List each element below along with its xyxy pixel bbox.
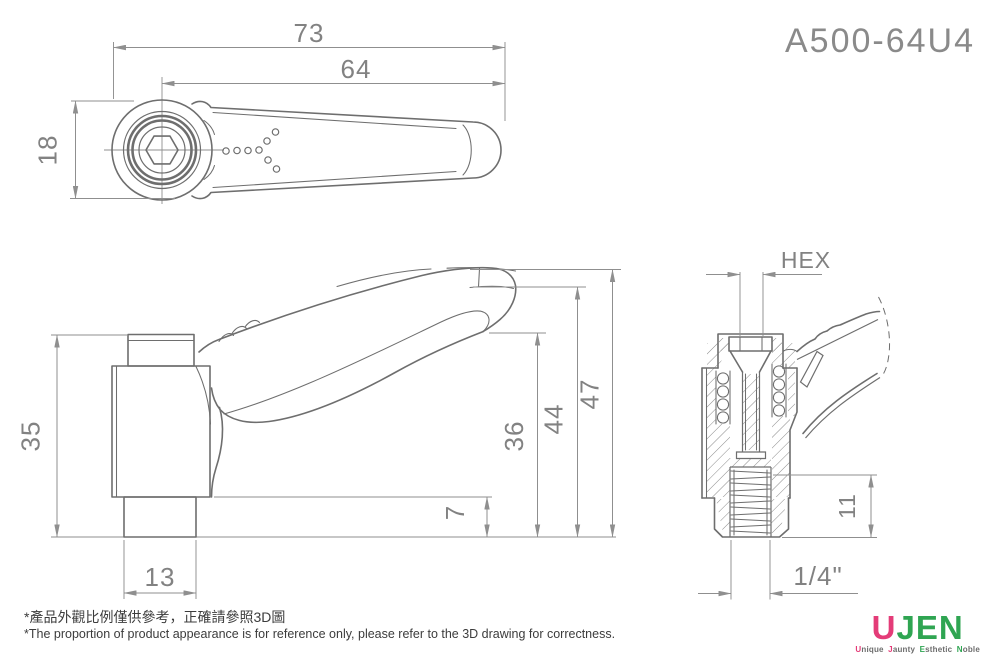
dim-label-overall-length: 73 — [294, 18, 325, 48]
threaded-hole — [729, 466, 772, 537]
ujen-logo: UJEN Unique Jaunty Esthetic Noble — [854, 611, 981, 654]
dim-boss-height: 7 — [214, 496, 492, 538]
countersink-funnel — [729, 350, 772, 373]
handle-inner-seam — [223, 310, 490, 415]
dim-label-thread-size: 1/4" — [793, 561, 842, 591]
dim-head-diameter: 18 — [33, 100, 175, 200]
dim-hex-socket: HEX — [706, 247, 831, 336]
ujen-tagline: Unique Jaunty Esthetic Noble — [854, 646, 981, 654]
wordmark-jen: JEN — [896, 609, 964, 646]
footnotes: *產品外觀比例僅供參考，正確請參照3D圖 *The proportion of … — [24, 608, 615, 642]
dim-label-max-height: 47 — [575, 379, 605, 410]
tagline-word-esthetic: Esthetic — [919, 645, 953, 654]
handle-stub-section — [782, 296, 891, 439]
side-view: 35 13 7 36 44 47 — [16, 266, 621, 599]
dim-label-boss-height: 7 — [440, 505, 470, 520]
dim-total-height: 35 — [16, 334, 128, 538]
handle-root-fairing — [210, 406, 224, 498]
dim-handle-top-height: 44 — [473, 286, 586, 538]
dim-thread-length: 11 — [773, 474, 877, 538]
dim-label-handle-top: 44 — [539, 404, 569, 435]
dim-label-total-height: 35 — [16, 421, 46, 452]
lever-head-circles — [111, 99, 213, 201]
dim-label-hex: HEX — [781, 247, 831, 273]
dim-thread-size: 1/4" — [698, 540, 858, 600]
footnote-en: *The proportion of product appearance is… — [24, 627, 616, 641]
dim-label-boss-diameter: 13 — [145, 562, 176, 592]
handle-inner-edges — [212, 111, 457, 189]
dim-label-handle-underside: 36 — [499, 421, 529, 452]
spring-left — [715, 370, 731, 425]
tagline-word-jaunty: Jaunty — [888, 645, 916, 654]
handle-top-edge — [198, 266, 517, 353]
bottom-boss — [123, 496, 197, 538]
handle-outline-top — [191, 100, 502, 200]
dim-overall-length: 73 — [112, 18, 506, 121]
thread-lines — [730, 470, 771, 534]
body-outline — [111, 333, 211, 538]
phantom-position-curve — [336, 267, 517, 288]
section-view: HEX 11 1/4" — [698, 247, 891, 600]
handle-underside — [210, 330, 484, 424]
grip-bumps — [218, 319, 261, 343]
dim-handle-length: 64 — [161, 54, 506, 87]
tip-seam — [462, 124, 472, 176]
break-line — [878, 296, 891, 375]
footnote-zh: *產品外觀比例僅供參考，正確請參照3D圖 — [24, 609, 286, 625]
dim-handle-underside-height: 36 — [489, 332, 546, 538]
hex-socket-top — [145, 135, 179, 165]
handle-side — [195, 266, 517, 498]
hex-socket-section — [728, 336, 773, 373]
tagline-word-noble: Noble — [956, 645, 980, 654]
spring-right — [771, 363, 787, 418]
fairing-inner-curve — [195, 365, 212, 425]
ujen-wordmark: UJEN — [854, 611, 981, 644]
neck-tick-arcs — [203, 119, 216, 181]
top-view: 73 64 18 — [33, 18, 506, 204]
dim-label-head-diameter: 18 — [33, 135, 63, 166]
tagline-word-unique: Unique — [855, 645, 884, 654]
wordmark-u: U — [871, 609, 897, 646]
dim-label-handle-length: 64 — [341, 54, 372, 84]
dim-max-height: 47 — [470, 268, 621, 538]
dim-boss-diameter: 13 — [123, 540, 197, 599]
internal-screw — [735, 372, 767, 460]
section-boss — [713, 497, 790, 538]
part-number: A500-64U4 — [784, 22, 975, 60]
handle-lug — [799, 350, 824, 388]
dim-label-thread-length: 11 — [834, 493, 860, 519]
grip-dots — [222, 128, 281, 173]
